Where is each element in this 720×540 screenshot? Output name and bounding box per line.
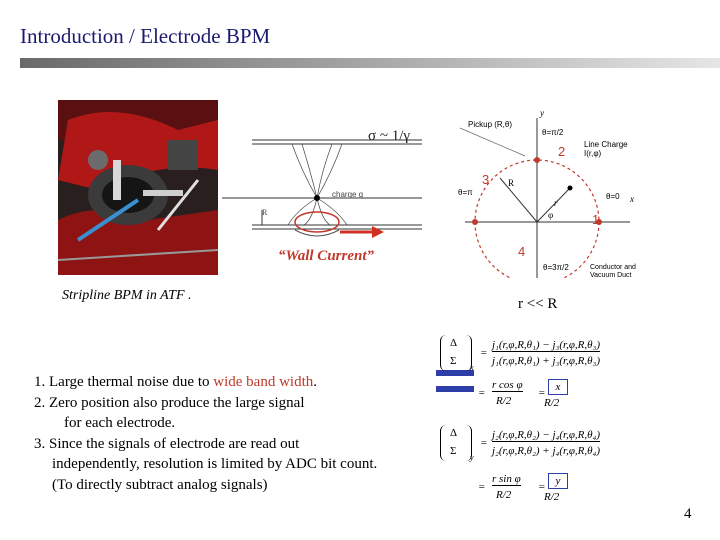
bottom-fraction-num: j₂(r,φ,R,θ₂) − j₄(r,φ,R,θ₄)	[492, 429, 601, 442]
subscript: x	[470, 363, 474, 372]
bottom-fraction-den: j₂(r,φ,R,θ₂) + j₄(r,φ,R,θ₄)	[492, 445, 601, 457]
top-result-den: R/2	[544, 397, 560, 409]
note-1-end: .	[313, 374, 317, 390]
electrode-3-label: 3	[482, 172, 490, 187]
equals: =	[480, 347, 488, 359]
condition-label: r << R	[518, 296, 558, 312]
theta-pi-label: θ=π	[458, 188, 473, 197]
slide-title: Introduction / Electrode BPM	[20, 24, 271, 48]
bottom-approx-den: R/2	[496, 489, 512, 501]
equals: =	[538, 481, 546, 493]
blue-bar	[436, 370, 474, 376]
equals: =	[480, 437, 488, 449]
wall-current-svg	[222, 139, 422, 238]
delta-symbol: Δ	[450, 337, 458, 349]
electrode-1-label: 1	[592, 212, 600, 227]
top-approx-den: R/2	[496, 395, 512, 407]
approx-equals: =	[478, 387, 486, 399]
radius-label: R	[262, 208, 268, 217]
electrode-coordinate-diagram: Pickup (R,θ) Line Charge I(r,φ) θ=π/2 θ=…	[440, 108, 640, 287]
line-charge-label: Line Charge I(r,φ)	[584, 140, 628, 158]
conductor-label: Conductor and Vacuum Duct	[590, 264, 636, 279]
r-label: r	[554, 198, 558, 208]
sigma-label: σ ~ 1/γ	[368, 128, 410, 144]
charge-label: charge q	[332, 190, 364, 199]
theta-3pi2-label: θ=3π/2	[543, 263, 569, 272]
delta-symbol: Δ	[450, 427, 458, 439]
paren	[440, 425, 472, 461]
note-3: 3. Since the signals of electrode are re…	[34, 435, 300, 452]
electrode-2-label: 2	[558, 144, 566, 159]
note-1: 1. Large thermal noise due to wide band …	[34, 372, 377, 393]
sigma-symbol: Σ	[450, 445, 457, 457]
note-3-paren: (To directly subtract analog signals)	[52, 476, 268, 493]
equation-x: Δ Σ x = j₁(r,φ,R,θ₁) − j₃(r,φ,R,θ₃) j₁(r…	[440, 335, 655, 415]
bpm-photo-drawing	[58, 100, 218, 275]
electrode-4-label: 4	[518, 244, 526, 259]
notes-list: 1. Large thermal noise due to wide band …	[34, 372, 377, 495]
pickup-label: Pickup (R,θ)	[468, 120, 513, 129]
wall-current-label: “Wall Current”	[278, 248, 374, 264]
photo-caption: Stripline BPM in ATF .	[62, 288, 192, 303]
wall-current-diagram: charge q R	[222, 110, 432, 275]
theta-0-label: θ=0	[606, 192, 620, 201]
blue-bar	[436, 386, 474, 392]
top-fraction-den: j₁(r,φ,R,θ₁) + j₃(r,φ,R,θ₃)	[492, 355, 601, 367]
bottom-result-box: y	[548, 473, 568, 489]
note-1-highlight: wide band width	[213, 374, 314, 390]
note-3-cont: independently, resolution is limited by …	[52, 456, 378, 472]
note-2: 2. Zero position also produce the large …	[34, 394, 305, 411]
bpm-photo	[58, 100, 218, 275]
bottom-result-den: R/2	[544, 491, 560, 503]
note-2-cont: for each electrode.	[64, 415, 176, 431]
R-label: R	[508, 178, 515, 188]
top-approx-num: r cos φ	[492, 379, 523, 392]
sigma-symbol: Σ	[450, 355, 457, 367]
y-axis-label: y	[540, 108, 544, 118]
approx-equals: =	[478, 481, 486, 493]
top-fraction-num: j₁(r,φ,R,θ₁) − j₃(r,φ,R,θ₃)	[492, 339, 601, 352]
page-number: 4	[684, 506, 692, 522]
title-rule	[20, 58, 720, 68]
top-result-box: x	[548, 379, 568, 395]
note-1-text: 1. Large thermal noise due to	[34, 374, 214, 390]
equation-y: Δ Σ y = j₂(r,φ,R,θ₂) − j₄(r,φ,R,θ₄) j₂(r…	[440, 425, 655, 510]
paren	[440, 335, 472, 371]
x-axis-label: x	[630, 194, 634, 204]
phi-label: φ	[548, 210, 554, 220]
bottom-approx-num: r sin φ	[492, 473, 521, 486]
subscript: y	[470, 453, 474, 462]
theta-pi2-label: θ=π/2	[542, 128, 564, 137]
equals: =	[538, 387, 546, 399]
